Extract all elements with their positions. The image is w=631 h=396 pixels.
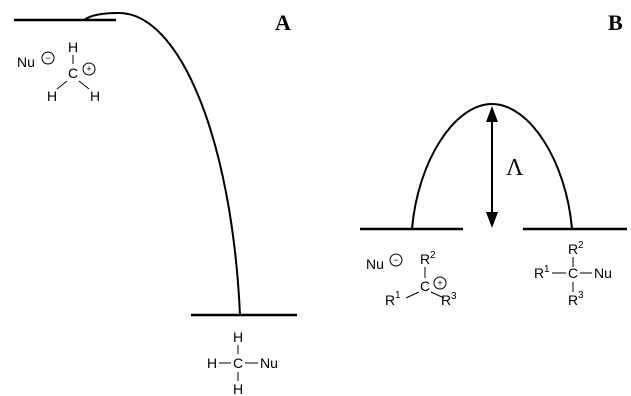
carbon-label: C: [233, 355, 243, 371]
r2-label: R: [568, 241, 578, 257]
carbon-label: C: [68, 65, 78, 81]
panel-a-label: A: [275, 10, 291, 35]
panel-a-product-structure: H H C Nu H: [207, 329, 278, 396]
nucleophile-label: Nu: [594, 265, 612, 281]
r2-superscript: 2: [578, 240, 584, 251]
panel-b-energy-barrier-curve: [411, 102, 573, 230]
r1-label: R: [385, 292, 395, 308]
arrow-head-down: [486, 212, 498, 228]
nucleophile-label: Nu: [260, 355, 278, 371]
hydrogen-left-label: H: [47, 88, 57, 104]
arrow-head-up: [486, 106, 498, 122]
hydrogen-top-label: H: [68, 39, 78, 55]
hydrogen-left-label: H: [207, 355, 217, 371]
negative-charge-circle: [389, 253, 403, 267]
positive-charge-circle: [82, 62, 96, 76]
nucleophile-label: Nu: [366, 256, 384, 272]
panel-b-label: B: [608, 10, 623, 35]
panel-b-product-structure: R 2 R 1 C Nu R 3: [534, 240, 612, 308]
hydrogen-top-label: H: [233, 329, 243, 345]
r3-superscript: 3: [578, 290, 584, 301]
c-h-right-bond: [78, 80, 90, 90]
c-h-left-bond: [56, 80, 68, 90]
panel-a-energy-curve: [83, 11, 241, 316]
barrier-height-arrow: [486, 106, 498, 228]
hydrogen-bottom-label: H: [233, 381, 243, 396]
panel-a-reactant-structure: Nu − H C + H H: [17, 39, 100, 104]
c-r1-bond: [405, 291, 420, 299]
negative-charge-sign: −: [393, 255, 398, 265]
r1-superscript: 1: [395, 290, 401, 301]
panel-b: B Λ Nu − R 2 C + R 1 R 3: [360, 10, 627, 308]
hydrogen-right-label: H: [90, 88, 100, 104]
r3-label: R: [568, 292, 578, 308]
carbon-label: C: [420, 278, 430, 294]
r3-label: R: [441, 292, 451, 308]
nucleophile-label: Nu: [17, 54, 35, 70]
r2-superscript: 2: [430, 250, 436, 261]
negative-charge-sign: −: [45, 53, 50, 63]
r3-superscript: 3: [451, 291, 457, 302]
barrier-lambda-label: Λ: [506, 155, 524, 181]
c-r3-bond: [430, 291, 445, 299]
carbon-label: C: [568, 265, 578, 281]
panel-a: A Nu − H C + H H H H C Nu: [14, 10, 297, 396]
r2-label: R: [420, 251, 430, 267]
positive-charge-circle: [433, 276, 447, 290]
positive-charge-sign: +: [86, 64, 91, 74]
r1-label: R: [534, 265, 544, 281]
negative-charge-circle: [41, 51, 55, 65]
panel-b-reactant-structure: Nu − R 2 C + R 1 R 3: [366, 250, 457, 308]
r1-superscript: 1: [544, 264, 550, 275]
positive-charge-sign: +: [437, 278, 442, 288]
